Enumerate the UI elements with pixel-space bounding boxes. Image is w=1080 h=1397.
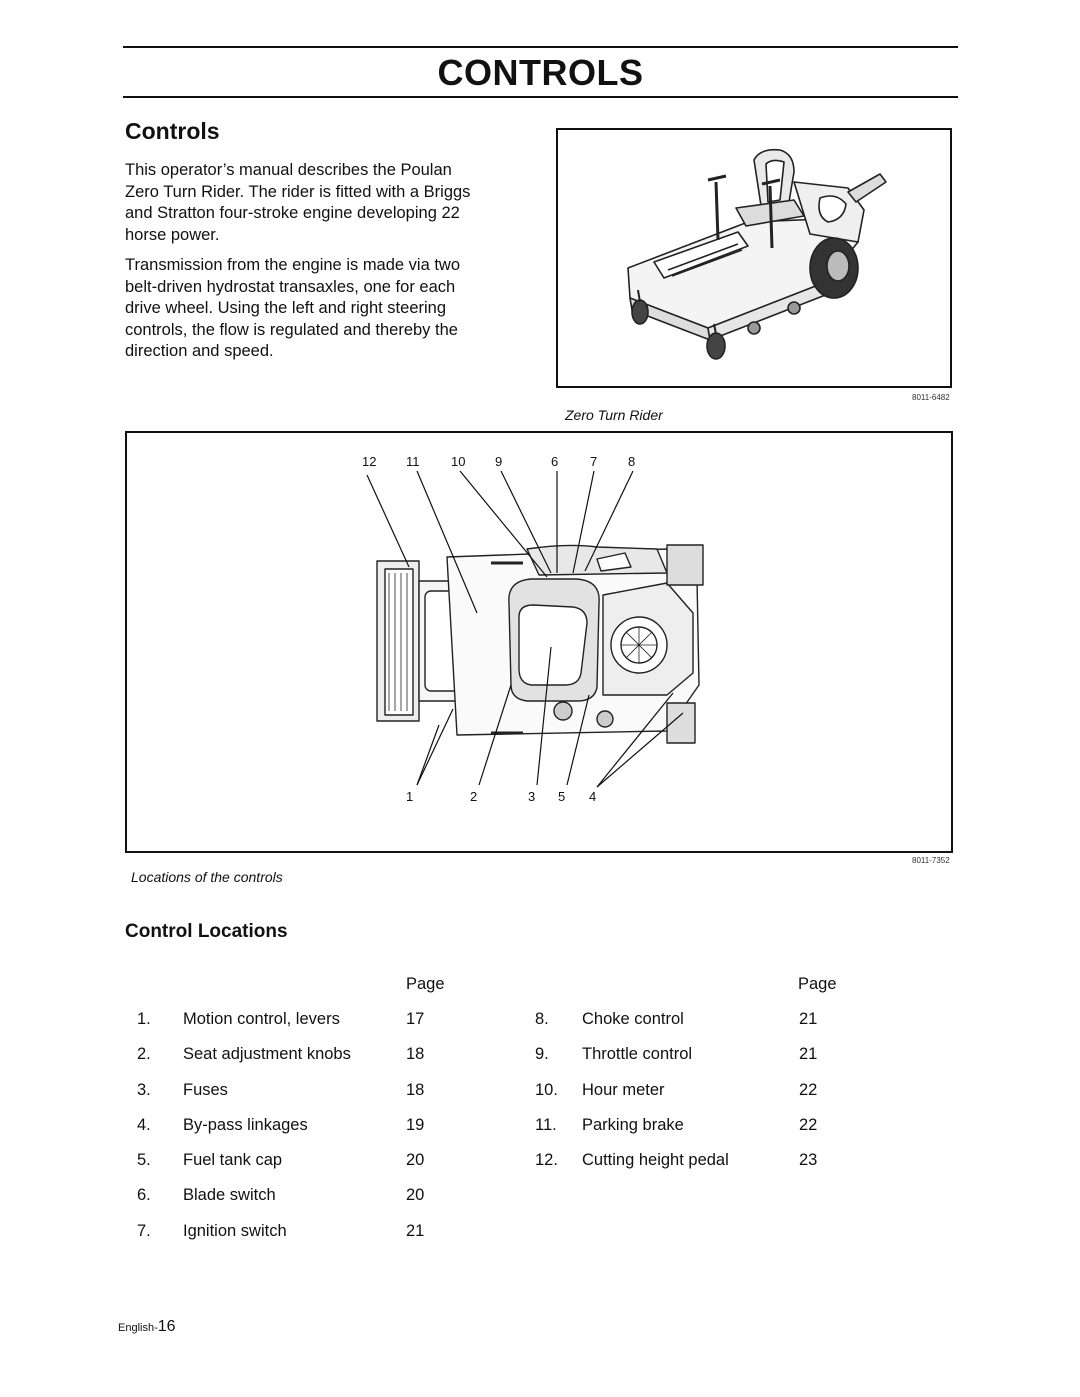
list-item-page: 18 [406, 1045, 425, 1063]
list-item-page: 20 [406, 1186, 425, 1204]
list-item-name: Seat adjustment knobs [183, 1045, 351, 1063]
intro-paragraph-2: Transmission from the engine is made via… [125, 256, 461, 360]
list-item-page: 22 [799, 1116, 818, 1134]
list-item-page: 18 [406, 1081, 425, 1099]
list-item-number: 5. [137, 1151, 151, 1169]
intro-paragraph-1: This operator’s manual describes the Pou… [125, 161, 471, 244]
list-item-number: 12. [535, 1151, 558, 1169]
callout-label-3: 3 [528, 789, 536, 804]
list-item-number: 6. [137, 1186, 151, 1204]
footer-page-number: 16 [157, 1318, 176, 1335]
figure-1-code: 8011-6482 [912, 393, 950, 402]
callout-label-5: 5 [558, 789, 566, 804]
list-item-page: 17 [406, 1010, 425, 1028]
footer-language: English- [118, 1322, 158, 1334]
list-item-number: 10. [535, 1081, 558, 1099]
list-item-name: By-pass linkages [183, 1116, 308, 1134]
list-item-number: 11. [535, 1116, 557, 1134]
page-footer: English-16 [118, 1318, 176, 1336]
callout-label-6: 6 [551, 454, 559, 469]
control-locations-diagram [366, 470, 704, 788]
list-item-page: 21 [406, 1222, 425, 1240]
list-item-name: Parking brake [582, 1116, 684, 1134]
list-item-name: Fuel tank cap [183, 1151, 283, 1169]
list-item-name: Ignition switch [183, 1222, 287, 1240]
figure-2-code: 8011-7352 [912, 856, 950, 865]
zero-turn-rider-figure [556, 128, 952, 388]
list-item-number: 9. [535, 1045, 549, 1063]
figure-2-caption: Locations of the controls [131, 869, 283, 885]
list-item-page: 22 [799, 1081, 818, 1099]
page-column-header-right: Page [798, 975, 837, 993]
callout-label-2: 2 [470, 789, 478, 804]
list-item-number: 1. [137, 1010, 151, 1028]
list-item-name: Cutting height pedal [582, 1151, 729, 1169]
figure-1-caption: Zero Turn Rider [565, 407, 663, 423]
callout-label-10: 10 [451, 454, 466, 469]
list-item-name: Choke control [582, 1010, 684, 1028]
list-item-page: 23 [799, 1151, 818, 1169]
callout-label-8: 8 [628, 454, 636, 469]
list-item-name: Fuses [183, 1081, 228, 1099]
list-item-number: 3. [137, 1081, 151, 1099]
control-locations-figure [125, 431, 953, 853]
callout-label-7: 7 [590, 454, 598, 469]
list-item-name: Hour meter [582, 1081, 665, 1099]
list-item-page: 19 [406, 1116, 425, 1134]
list-item-page: 21 [799, 1045, 818, 1063]
page-header-title: CONTROLS [437, 52, 644, 93]
zero-turn-rider-illustration [627, 148, 887, 360]
list-item-number: 7. [137, 1222, 151, 1240]
callout-label-12: 12 [362, 454, 377, 469]
list-item-page: 21 [799, 1010, 818, 1028]
header-bottom-rule [123, 96, 958, 98]
list-item-number: 2. [137, 1045, 151, 1063]
control-locations-title: Control Locations [125, 921, 288, 942]
callout-label-9: 9 [495, 454, 503, 469]
list-item-number: 8. [535, 1010, 549, 1028]
callout-label-1: 1 [406, 789, 414, 804]
list-item-name: Throttle control [582, 1045, 693, 1063]
page-column-header-left: Page [406, 975, 445, 993]
list-item-page: 20 [406, 1151, 425, 1169]
list-item-name: Blade switch [183, 1186, 276, 1204]
callout-label-11: 11 [406, 454, 420, 469]
list-item-number: 4. [137, 1116, 151, 1134]
callout-label-4: 4 [589, 789, 597, 804]
section-title: Controls [125, 118, 220, 144]
header-top-rule [123, 46, 958, 48]
list-item-name: Motion control, levers [183, 1010, 340, 1028]
